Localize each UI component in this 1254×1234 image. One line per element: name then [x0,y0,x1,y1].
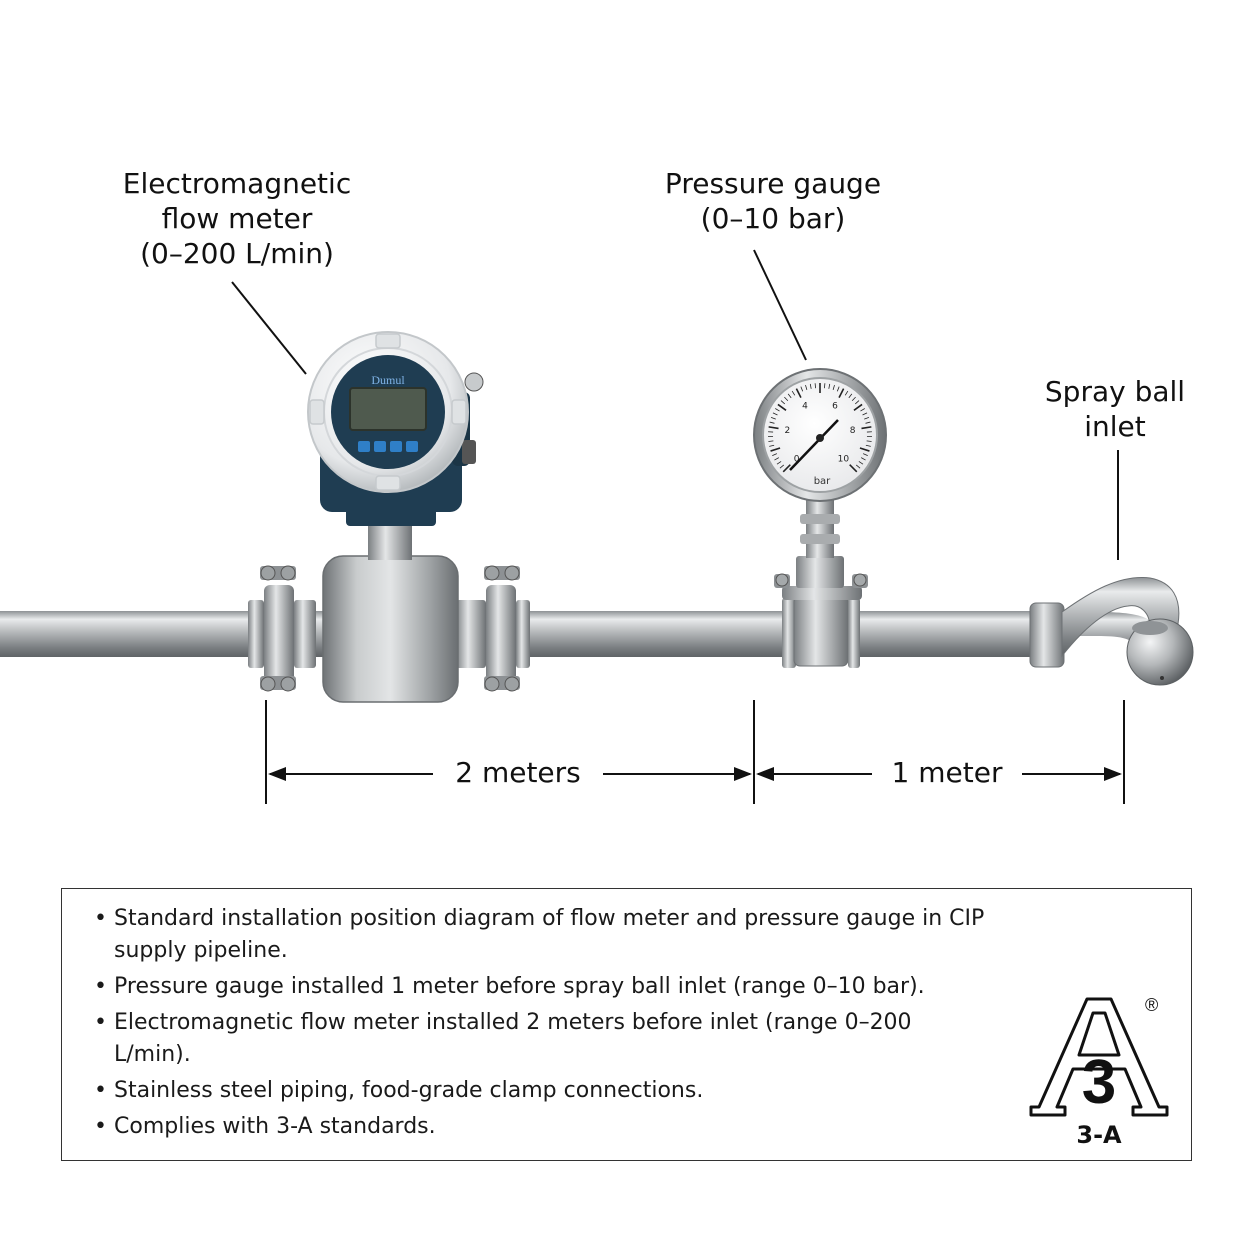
meter-right-clamp [456,565,530,692]
flow-meter-label-line: flow meter [161,202,313,235]
gauge-tick [858,461,864,465]
spray-ball [1126,618,1194,686]
gauge-tick [860,457,866,461]
gauge-tick [860,408,865,412]
gauge-tick [861,426,872,430]
flow-meter-keypad [358,441,418,452]
note-item: Electromagnetic flow meter installed 2 m… [94,1007,994,1071]
dimension-label-1-meter: 1 meter [872,756,1022,790]
gauge-tick [772,453,778,457]
gauge-tick [844,390,849,396]
flow-meter-body [322,555,459,703]
gauge-tick [769,421,775,424]
pressure-gauge-label-line: Pressure gauge [664,167,882,200]
3a-logo-numeral: 3 [1082,1048,1116,1117]
gauge-tick [768,426,779,430]
gauge-tick [784,396,789,402]
3a-logo-label: 3-A [1076,1121,1122,1149]
gauge-tick [853,403,863,411]
gauge-scale-number: 10 [838,454,850,464]
gauge-scale-number: 8 [850,426,856,436]
gauge-tick [776,461,782,465]
spray-ball-label-line: Spray ball [1044,375,1186,408]
note-item: Standard installation position diagram o… [94,903,994,967]
spray-ball-assembly [1029,576,1194,686]
gauge-tick [855,464,861,469]
flow-meter-neck [368,522,412,560]
note-item: Complies with 3-A standards. [94,1111,994,1143]
gauge-tick [848,393,853,399]
pressure-gauge-label: Pressure gauge (0–10 bar) [640,166,906,236]
3a-logo-mark: 3 ® [1029,995,1169,1117]
gauge-tick [859,447,870,452]
pressure-gauge: 0 2 4 6 8 10 bar [753,368,887,668]
flow-meter-brand: Dumul [371,373,405,387]
flow-meter-label: Electromagnetic flow meter (0–200 L/min) [97,166,377,271]
notes-panel: Standard installation position diagram o… [61,888,1192,1161]
flow-meter-label-line: (0–200 L/min) [140,237,334,270]
tee-fitting [793,595,849,667]
gauge-tick [854,400,860,405]
gauge-tick [777,403,787,411]
gauge-tick [780,400,786,405]
flow-meter-label-line: Electromagnetic [122,167,352,200]
gauge-tick [772,412,778,416]
notes-list: Standard installation position diagram o… [94,903,994,1147]
gauge-tick [828,383,831,389]
note-item: Pressure gauge installed 1 meter before … [94,971,994,1003]
gauge-tick [775,408,780,412]
gauge-tick [805,384,808,390]
gauge-tick [769,444,775,447]
gauge-tick [865,421,871,424]
gauge-tick [836,386,840,392]
gauge-tick [866,440,872,442]
dimension-label-2-meters: 2 meters [433,756,603,790]
3a-logo: 3 ® 3-A [1029,993,1169,1153]
gauge-tick [787,393,792,399]
spray-ball-label-line: inlet [1084,410,1146,443]
flow-meter: Dumul [307,331,484,703]
registered-mark: ® [1145,995,1158,1015]
gauge-scale-number: 0 [794,454,800,464]
gauge-tick [791,390,796,396]
gauge-tick [770,447,781,452]
gauge-tick [838,388,845,398]
gauge-tick [795,388,802,398]
gauge-tick [851,396,856,402]
gauge-unit: bar [814,476,831,487]
flow-meter-lcd [349,387,427,431]
gauge-tick [832,384,835,390]
gauge-tick [782,464,791,473]
gauge-tick [864,417,870,420]
pressure-gauge-label-line: (0–10 bar) [700,202,846,235]
left-clamp [248,565,316,692]
gauge-tick [865,444,871,447]
gauge-tick [862,453,868,457]
gauge-tick [849,464,858,473]
gauge-tick [809,383,812,389]
gauge-tick [779,464,785,469]
note-item: Stainless steel piping, food-grade clamp… [94,1075,994,1107]
gauge-tick [768,440,774,442]
flow-meter-leader-line [231,281,307,375]
gauge-tick [862,412,868,416]
gauge-tick-marks [768,383,872,473]
gauge-scale-number: 4 [802,402,808,412]
pressure-gauge-leader-line [753,249,807,361]
gauge-scale-number: 2 [785,426,791,436]
gauge-scale-number: 6 [832,402,838,412]
gauge-tick [774,457,780,461]
spray-ball-label: Spray ball inlet [1030,374,1200,444]
gauge-tick [800,386,804,392]
gauge-tick [770,417,776,420]
gauge-needle [789,419,839,471]
gauge-scale-numbers: 0 2 4 6 8 10 [785,402,856,465]
